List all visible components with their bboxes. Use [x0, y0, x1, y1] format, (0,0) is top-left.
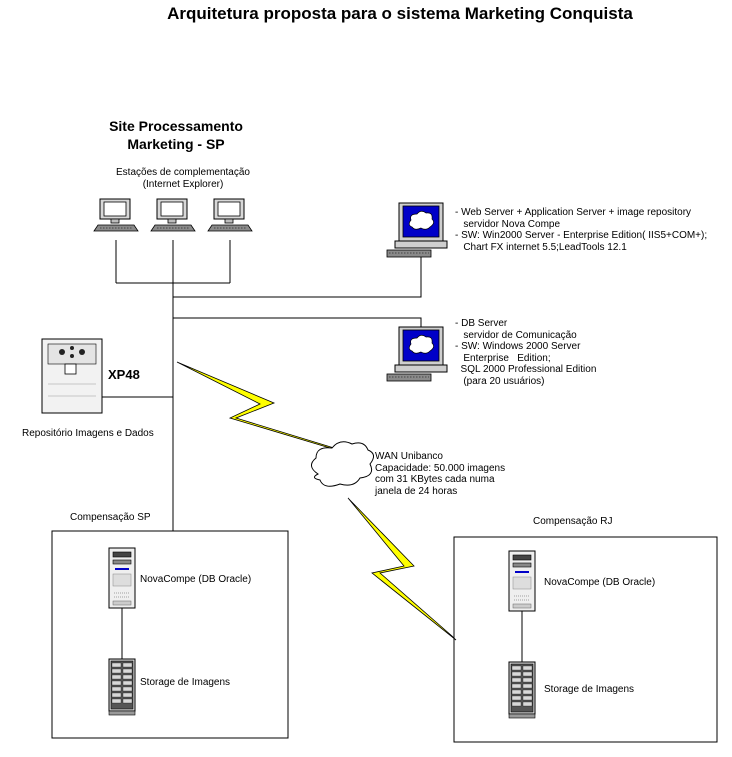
db-server-link — [173, 317, 422, 328]
web-server-link — [173, 256, 422, 298]
wan-description: WAN Unibanco Capacidade: 50.000 imagens … — [375, 451, 506, 497]
sp-storage-rack-icon — [108, 658, 136, 716]
workstation-icon-3 — [207, 198, 253, 232]
xp48-label: XP48 — [108, 367, 140, 382]
diagram-title: Arquitetura proposta para o sistema Mark… — [167, 4, 633, 23]
compensacao-sp-box — [51, 530, 289, 739]
web-server-icon — [386, 202, 448, 258]
workstation-icon-2 — [150, 198, 196, 232]
rj-storage-label: Storage de Imagens — [544, 684, 635, 695]
site-title-line2: Marketing - SP — [127, 136, 225, 152]
workstation-bus — [115, 240, 231, 531]
workstations-label-line1: Estações de complementação — [116, 167, 250, 178]
web-server-description: - Web Server + Application Server + imag… — [455, 207, 708, 253]
wan-lightning-lower — [347, 497, 457, 641]
workstations-label: Estações de complementação (Internet Exp… — [98, 167, 268, 190]
site-title-line1: Site Processamento — [109, 118, 243, 134]
wan-lightning-upper — [176, 361, 341, 452]
compensacao-sp-label: Compensação SP — [70, 512, 151, 523]
sp-novacompe-label: NovaCompe (DB Oracle) — [140, 574, 252, 585]
sp-storage-label: Storage de Imagens — [140, 677, 231, 688]
db-server-icon — [386, 326, 448, 382]
xp48-storage-icon — [41, 338, 103, 414]
compensacao-rj-box — [453, 536, 718, 743]
db-server-description: - DB Server servidor de Comunicação - SW… — [455, 318, 597, 387]
rj-novacompe-label: NovaCompe (DB Oracle) — [544, 577, 656, 588]
compensacao-rj-label: Compensação RJ — [533, 516, 613, 527]
workstation-icon-1 — [93, 198, 139, 232]
site-title: Site Processamento Marketing - SP — [88, 117, 264, 153]
wan-cloud-icon — [311, 441, 374, 487]
repository-label: Repositório Imagens e Dados — [22, 428, 154, 439]
rj-novacompe-server-icon — [508, 550, 536, 612]
rj-storage-rack-icon — [508, 661, 536, 719]
workstations-label-line2: (Internet Explorer) — [142, 178, 224, 190]
sp-novacompe-server-icon — [108, 547, 136, 609]
